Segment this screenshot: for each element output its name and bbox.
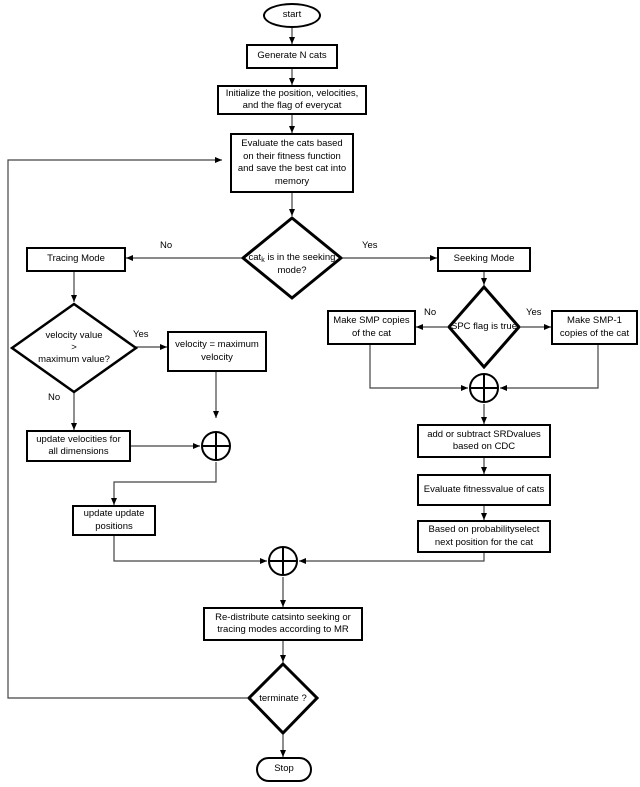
node-initialize-label: Initialize the position, velocities, and… xyxy=(225,87,359,112)
node-tracing-mode[interactable]: Tracing Mode xyxy=(26,247,126,272)
node-add-subtract-srd-label: add or subtract SRDvalues based on CDC xyxy=(427,428,541,453)
node-make-smp-minus-1-copies[interactable]: Make SMP-1 copies of the cat xyxy=(551,310,638,345)
node-based-on-probability-label: Based on probabilityselect next position… xyxy=(428,524,540,548)
node-add-subtract-srd[interactable]: add or subtract SRDvalues based on CDC xyxy=(417,424,551,458)
node-update-positions[interactable]: update update positions xyxy=(72,505,156,536)
node-redistribute-label: Re-distribute catsinto seeking or tracin… xyxy=(215,611,351,636)
node-update-positions-label: update update positions xyxy=(83,508,145,532)
node-velocity-max-label: velocity = maximum velocity xyxy=(175,339,259,363)
edge-label-spc-no: No xyxy=(424,307,437,318)
node-make-smp-copies[interactable]: Make SMP copies of the cat xyxy=(327,310,416,345)
decision-text-sub: k xyxy=(261,256,265,264)
node-velocity-decision[interactable]: velocity value > maximum value? xyxy=(10,302,138,394)
node-terminate-decision[interactable]: terminate ? xyxy=(247,662,319,735)
merge-junction-seeking xyxy=(469,373,499,403)
node-seeking-decision-label: catk is in the seeking mode? xyxy=(241,240,343,277)
node-spc-flag-decision[interactable]: SPC flag is true xyxy=(447,285,521,369)
merge-junction-bottom xyxy=(268,546,298,576)
edge-label-seeking-no: No xyxy=(160,240,173,251)
node-initialize[interactable]: Initialize the position, velocities, and… xyxy=(217,85,367,115)
diamond-shape xyxy=(447,285,521,369)
diamond-shape xyxy=(247,662,319,735)
decision-text-post: is in the seeking mode? xyxy=(264,251,336,276)
node-generate-n-cats[interactable]: Generate N cats xyxy=(246,44,338,69)
edge-label-seeking-yes: Yes xyxy=(362,240,378,251)
edge-update-positions-to-bottom-merge xyxy=(113,536,267,564)
edge-probability-to-bottom-merge xyxy=(299,553,485,564)
node-spc-decision-label: SPC flag is true xyxy=(451,321,517,332)
node-terminate-decision-label: terminate ? xyxy=(259,692,307,704)
node-velocity-decision-label: velocity value > maximum value? xyxy=(38,330,110,365)
node-seeking-mode-decision[interactable]: catk is in the seeking mode? xyxy=(241,216,343,300)
node-evaluate-fitness-label: Evaluate fitnessvalue of cats xyxy=(423,483,545,495)
node-seeking-mode[interactable]: Seeking Mode xyxy=(437,247,531,272)
node-start[interactable]: start xyxy=(263,3,321,28)
edge-label-velocity-yes: Yes xyxy=(133,329,149,340)
node-evaluate-cats[interactable]: Evaluate the cats based on their fitness… xyxy=(230,133,354,193)
node-tracing-mode-label: Tracing Mode xyxy=(47,253,105,265)
node-stop[interactable]: Stop xyxy=(256,757,312,782)
node-generate-label: Generate N cats xyxy=(257,50,327,62)
node-update-velocities[interactable]: update velocities for all dimensions xyxy=(26,430,131,462)
node-redistribute-cats[interactable]: Re-distribute catsinto seeking or tracin… xyxy=(203,607,363,641)
edge-label-velocity-no: No xyxy=(48,392,61,403)
node-stop-label: Stop xyxy=(274,763,294,775)
node-evaluate-fitness[interactable]: Evaluate fitnessvalue of cats xyxy=(417,474,551,506)
node-update-velocities-label: update velocities for all dimensions xyxy=(36,433,121,458)
node-start-label: start xyxy=(282,9,302,21)
node-evaluate-label: Evaluate the cats based on their fitness… xyxy=(237,138,347,187)
decision-text-pre: cat xyxy=(248,251,262,263)
diamond-shape xyxy=(241,216,343,300)
node-make-smp-minus-1-label: Make SMP-1 copies of the cat xyxy=(559,315,630,339)
node-based-on-probability[interactable]: Based on probabilityselect next position… xyxy=(417,520,551,553)
edge-label-spc-yes: Yes xyxy=(526,307,542,318)
node-make-smp-label: Make SMP copies of the cat xyxy=(333,315,410,339)
edge-merge-to-update-positions xyxy=(111,462,217,505)
node-velocity-equals-maximum[interactable]: velocity = maximum velocity xyxy=(167,331,267,372)
node-seeking-mode-label: Seeking Mode xyxy=(453,253,515,265)
merge-junction-tracing xyxy=(201,431,231,461)
diamond-shape xyxy=(10,302,138,394)
